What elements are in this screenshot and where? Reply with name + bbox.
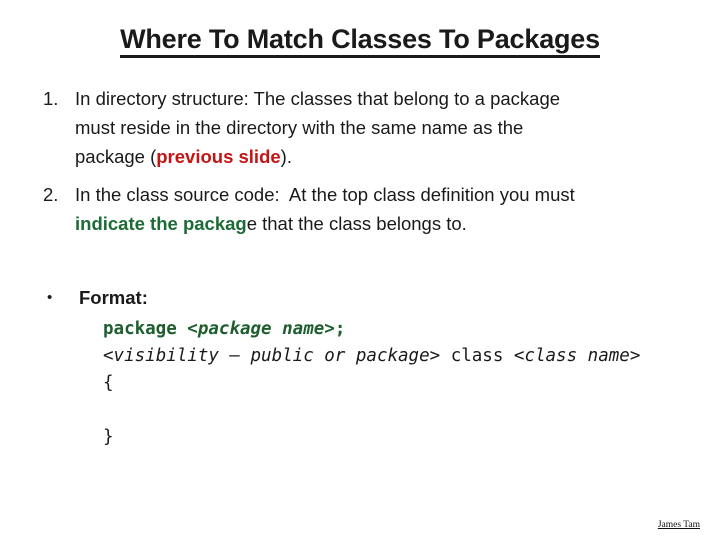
paragraph-text: In the class source code: At the top cla… [75,180,575,238]
numbered-item-1: 1. In directory structure: The classes t… [43,84,560,171]
slide-title-text: Where To Match Classes To Packages [120,24,600,58]
text-segment: ). [280,146,292,167]
text-line: indicate the package that the class belo… [75,209,575,238]
text-line [103,397,640,424]
text-line: { [103,370,640,397]
text-line: In directory structure: The classes that… [75,84,560,113]
text-line: <visibility – public or package> class <… [103,343,640,370]
highlight-italic: class name [524,346,630,366]
text-segment: In the class source code: At the top cla… [75,184,575,205]
list-number: 1. [43,88,59,109]
highlight-kw: < [187,319,198,339]
text-segment: < [103,346,114,366]
highlight-red-bold: previous slide [156,146,281,167]
format-label: Format: [79,287,148,308]
text-line: must reside in the directory with the sa… [75,113,560,142]
text-line: In the class source code: At the top cla… [75,180,575,209]
text-segment: > [629,346,641,366]
text-segment: e that the class belongs to. [246,213,467,234]
text-segment: must reside in the directory with the sa… [75,117,524,138]
text-segment: In directory structure: The classes that… [75,88,561,109]
numbered-item-2: 2. In the class source code: At the top … [43,180,575,238]
highlight-italic: visibility – public or package [113,346,430,366]
text-segment: { [103,373,114,393]
highlight-kw: >; [324,319,346,339]
text-line: } [103,424,640,451]
text-line: package <package name>; [103,316,640,343]
text-segment: > class < [429,346,525,366]
text-line: package (previous slide). [75,142,560,171]
bullet-item-format: • Format: [43,283,148,312]
text-segment: } [103,427,114,447]
code-block: package <package name>;<visibility – pub… [103,316,640,451]
footer-author: James Tam [657,520,700,530]
paragraph-text: In directory structure: The classes that… [75,84,560,171]
slide-title: Where To Match Classes To Packages [0,24,720,58]
bullet-glyph: • [47,289,53,306]
highlight-green-bold: indicate the packag [75,213,247,234]
highlight-kw: package [103,319,188,339]
highlight-kw-italic: package name [197,319,325,339]
text-segment [103,400,114,420]
text-segment: package ( [75,146,157,167]
list-number: 2. [43,184,59,205]
